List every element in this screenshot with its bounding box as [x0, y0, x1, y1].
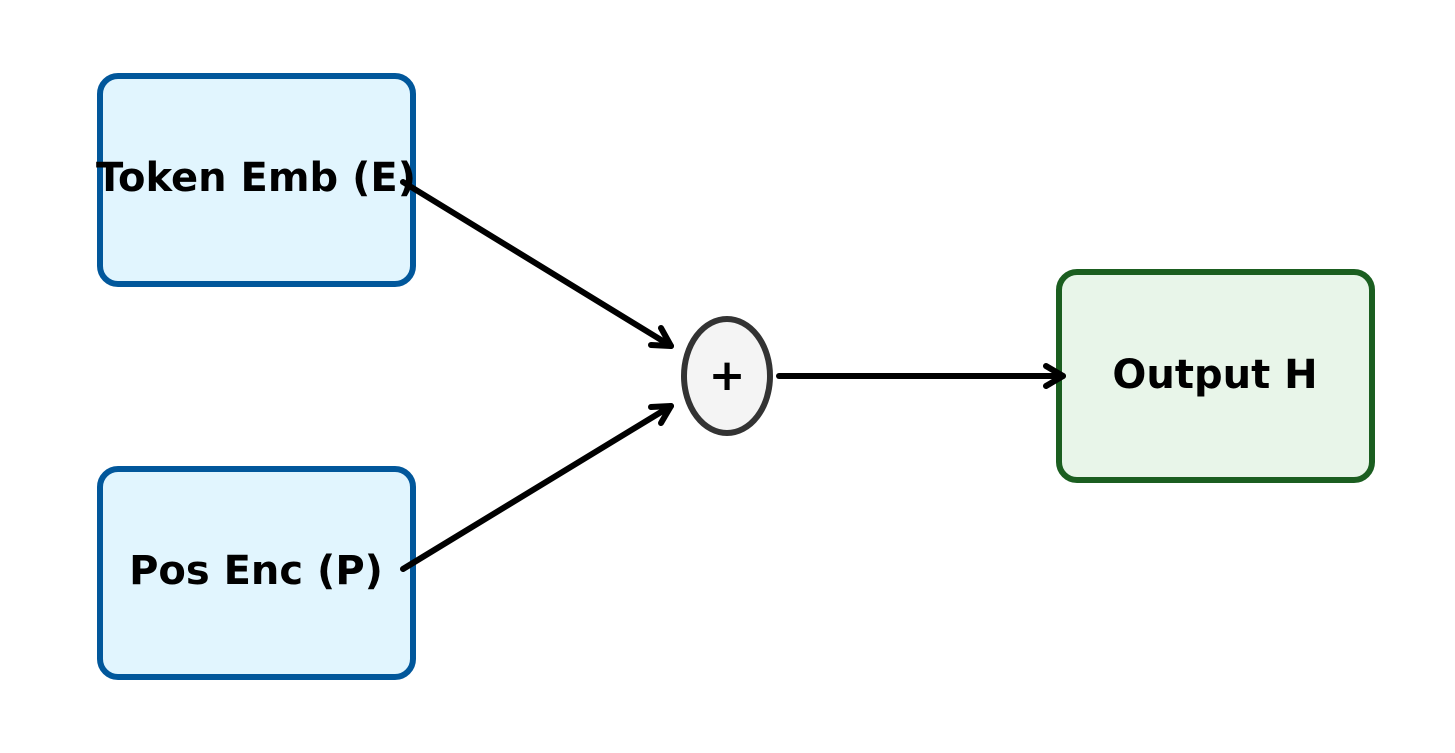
- token-embedding-box: [97, 73, 416, 287]
- add-operator-node: +: [681, 316, 773, 436]
- output-label: Output H: [1112, 352, 1317, 398]
- arrow-head: [648, 325, 674, 349]
- edge-pos-to-add: [400, 403, 674, 572]
- add-operator-label: +: [709, 350, 746, 401]
- positional-encoding-node: Pos Enc (P): [97, 466, 416, 680]
- token-embedding-label: Token Emb (E): [96, 155, 416, 201]
- add-operator-ellipse: [681, 316, 773, 436]
- token-embedding-node: Token Emb (E): [96, 73, 416, 287]
- arrow-head: [1043, 363, 1066, 389]
- arrow-line: [400, 403, 674, 572]
- output-node: Output H: [1056, 269, 1375, 483]
- arrow-line: [400, 179, 674, 349]
- positional-encoding-label: Pos Enc (P): [129, 548, 383, 594]
- positional-encoding-box: [97, 466, 416, 680]
- arrow-head: [648, 403, 674, 426]
- edge-token-to-add: [400, 179, 674, 349]
- edge-add-to-output: [776, 363, 1066, 389]
